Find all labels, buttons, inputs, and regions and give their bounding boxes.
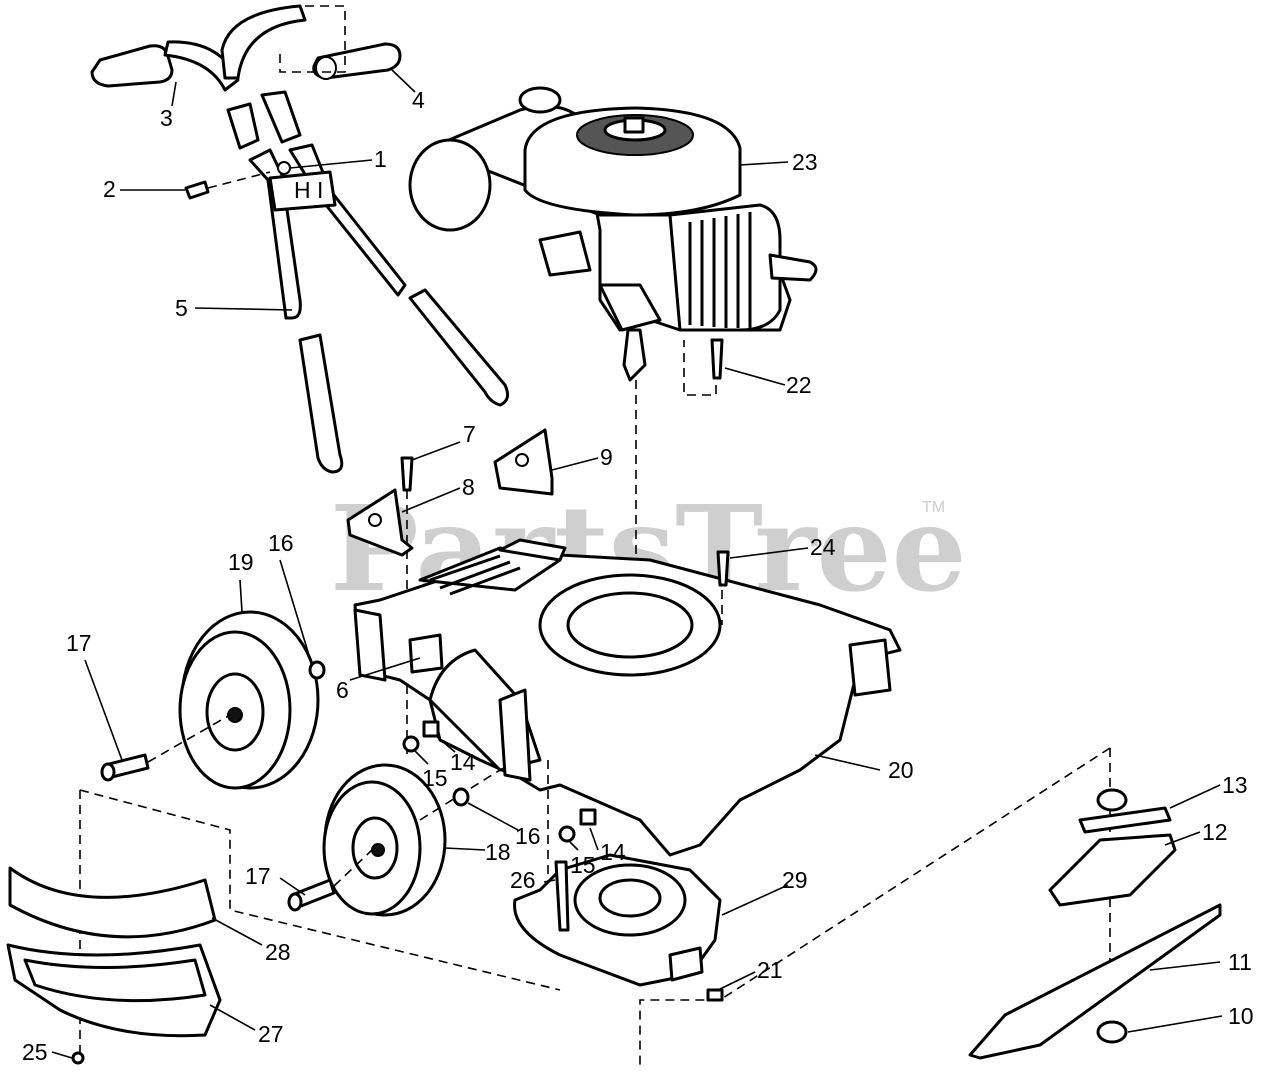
svg-text:H I: H I [294,177,323,203]
nut-14-left [422,720,440,738]
callout-14-left: 14 [450,749,476,775]
callout-10: 10 [1228,1003,1254,1029]
wheel-19 [178,610,320,790]
callout-25: 25 [22,1039,48,1065]
callout-18: 18 [485,839,511,865]
callout-1: 1 [374,146,387,172]
callout-7: 7 [463,421,476,447]
shield-dash-top [79,789,561,991]
callout-13: 13 [1222,772,1248,798]
axle-bolt-17-upper [100,753,150,782]
bolt-26 [554,860,570,932]
watermark-trademark: TM [922,499,945,516]
callout-2: 2 [103,176,116,202]
bolt-2-dash [207,171,271,189]
callout-28: 28 [265,939,291,965]
handle-grip-4 [312,42,402,80]
callout-11: 11 [1228,949,1252,975]
axle-bolt-17-lower [287,878,336,912]
callout-27: 27 [258,1021,284,1047]
bracket-9 [493,428,554,496]
callout-17-upper: 17 [66,630,92,656]
blade-11 [968,903,1222,1060]
guard-29 [513,853,722,987]
leader-lines [51,69,1223,1059]
callout-15-left: 15 [422,765,448,791]
grip-leader-dash [279,5,346,73]
engine-23 [408,86,818,382]
callout-8: 8 [462,474,475,500]
callout-17-lower: 17 [245,863,271,889]
lower-handle-left [298,333,344,474]
callout-24: 24 [810,534,836,560]
washer-16-lower [452,787,470,807]
bolt-22 [710,338,724,380]
callout-15-right: 15 [570,852,596,878]
discharge-shield-28 [8,866,217,939]
lower-handle-right [408,288,510,407]
callout-4: 4 [412,87,425,113]
callout-19: 19 [228,549,254,575]
callout-6: 6 [336,677,349,703]
nut-14-right [579,808,597,826]
callout-16-upper: 16 [268,530,294,556]
callout-labels: 1 2 3 4 5 6 7 8 9 10 11 12 13 14 14 15 1… [22,87,1254,1065]
callout-14-right: 14 [600,839,626,865]
bracket-8 [346,488,414,557]
callout-21: 21 [757,957,783,983]
blade-support-12 [1048,833,1177,907]
callout-5: 5 [175,295,188,321]
bolt-22-dash [683,340,717,396]
mower-deck-20 [353,538,902,857]
callout-3: 3 [160,105,173,131]
wheel-18 [322,763,447,917]
washer-10 [1096,1020,1128,1044]
bolt-7 [400,456,414,492]
callout-23: 23 [792,149,818,175]
handle-grip-3 [90,4,307,92]
axle-upper-dash [147,714,231,763]
washer-16-upper [308,660,326,680]
bolt-2 [184,180,210,200]
discharge-chute-27 [6,943,222,1038]
blade-dash-diagonal [639,747,1111,1070]
callout-29: 29 [782,867,808,893]
callout-9: 9 [600,444,613,470]
callout-22: 22 [786,372,812,398]
nut-21 [706,988,724,1002]
bolt-24 [716,550,730,587]
nut-15-right [558,825,576,843]
callout-16-lower: 16 [515,823,541,849]
callout-20: 20 [888,757,914,783]
nut-25 [71,1051,85,1065]
callout-12: 12 [1202,819,1228,845]
axle-lower-dash [333,849,373,887]
callout-26: 26 [510,867,536,893]
nut-15-left [402,735,420,753]
adapter-13 [1078,788,1172,834]
upper-handle-5: H I [226,90,407,320]
